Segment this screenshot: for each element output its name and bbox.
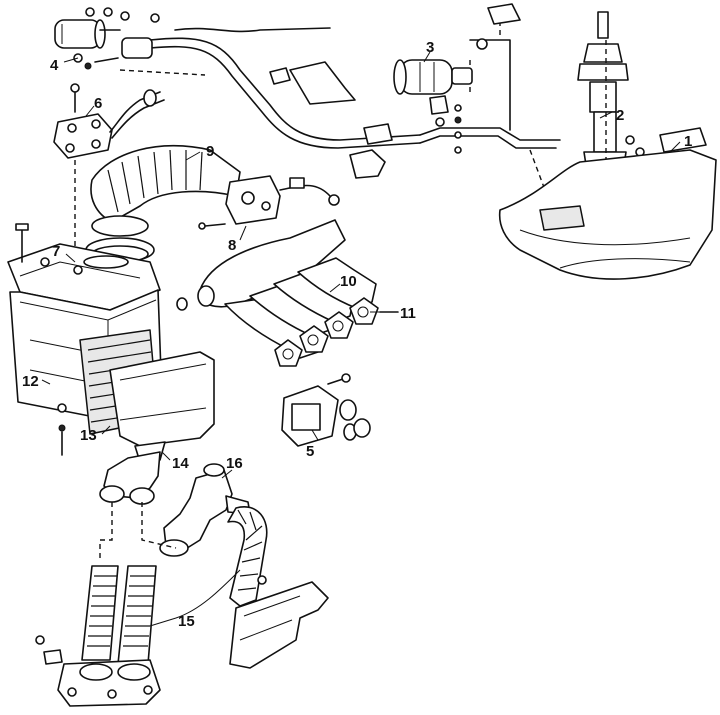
duct-hoses-part-15	[81, 506, 268, 665]
aux-valve-part-5	[281, 373, 371, 447]
callout-labels: 1 2 3 4 5 6 7 8 9 10 11 12 13 14 15 16	[22, 39, 692, 630]
intake-manifold-part-10	[176, 219, 377, 359]
sensor-part-8	[198, 175, 340, 230]
callout-13: 13	[80, 427, 97, 444]
callout-8: 8	[228, 237, 236, 254]
callout-11: 11	[400, 305, 416, 322]
airflow-meter-part-14	[57, 351, 215, 463]
intake-hose-part-9	[74, 144, 241, 263]
intake-boot-left	[99, 451, 177, 560]
callout-1: 1	[684, 133, 692, 150]
callout-14: 14	[172, 455, 189, 472]
exhaust-flange	[35, 635, 161, 707]
gaskets-part-11	[274, 297, 399, 367]
callout-9: 9	[206, 143, 214, 160]
callout-2: 2	[616, 107, 624, 124]
fuel-tank-part-1	[498, 127, 717, 280]
fuel-pump-part-3	[393, 38, 488, 154]
air-cleaner-cover-part-7	[7, 223, 161, 311]
valve-part-6	[53, 83, 165, 159]
callout-15: 15	[178, 613, 195, 630]
callout-5: 5	[306, 443, 314, 460]
callout-3: 3	[426, 39, 434, 56]
callout-16: 16	[226, 455, 243, 472]
callout-10: 10	[340, 273, 357, 290]
leader-lines	[41, 51, 681, 627]
callout-4: 4	[50, 57, 59, 74]
line-brackets	[269, 3, 521, 179]
callout-7: 7	[52, 243, 60, 260]
y-pipe-part-16	[159, 463, 251, 557]
fuel-filter-part-4	[54, 7, 160, 70]
callout-12: 12	[22, 373, 39, 390]
callout-6: 6	[94, 95, 102, 112]
heat-shield	[229, 581, 329, 669]
